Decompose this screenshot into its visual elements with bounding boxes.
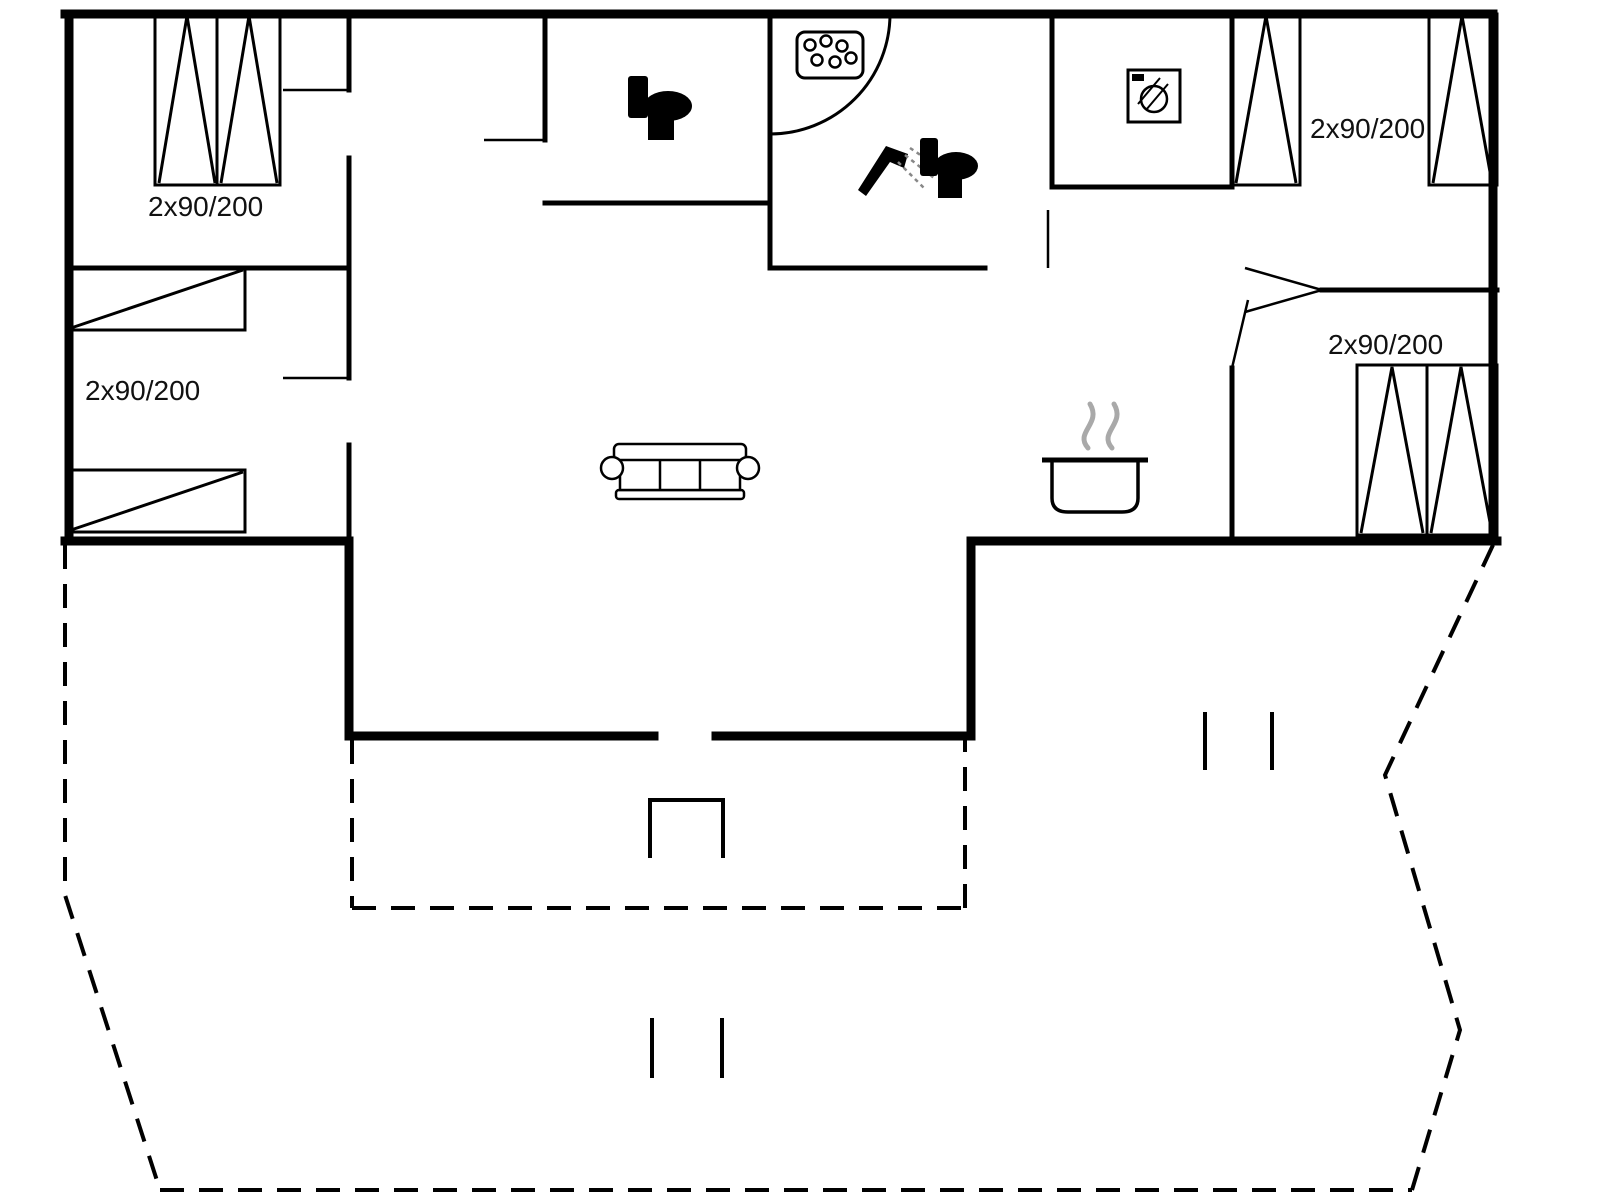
post-mark-right-pair <box>1203 712 1274 770</box>
bed-top-left <box>153 12 282 187</box>
bed-bottom-right <box>1355 363 1499 537</box>
bed-size-label-top-right: 2x90/200 <box>1310 113 1425 144</box>
bed-top-right-b <box>1427 12 1499 187</box>
washbasin-icon <box>795 30 865 80</box>
door-leaves <box>283 88 1327 380</box>
bed-left-middle-lower <box>67 468 247 534</box>
terrace-step-icon <box>648 798 725 858</box>
bed-top-right-a <box>1230 12 1302 187</box>
cooking-pot-icon <box>1042 457 1148 514</box>
shower-arc-icon <box>769 13 892 136</box>
door-bedroom-bottom-right <box>1230 299 1250 369</box>
post-mark-bottom-pair <box>650 1018 724 1078</box>
terrace-post-marks <box>650 712 1274 1078</box>
washing-machine-icon <box>1126 68 1182 124</box>
bed-size-label-bottom-right: 2x90/200 <box>1328 329 1443 360</box>
toilet-icon-2 <box>920 138 978 198</box>
terrace-dashed-outline <box>63 544 1495 1192</box>
door-double-right-hall <box>1244 266 1327 314</box>
bed-size-label-top-left: 2x90/200 <box>148 191 263 222</box>
toilet-icon <box>628 76 692 140</box>
bed-size-label-left-middle: 2x90/200 <box>85 375 200 406</box>
sofa-icon <box>599 442 761 501</box>
steam-icon <box>1081 401 1120 451</box>
bed-left-middle-upper <box>67 266 247 332</box>
